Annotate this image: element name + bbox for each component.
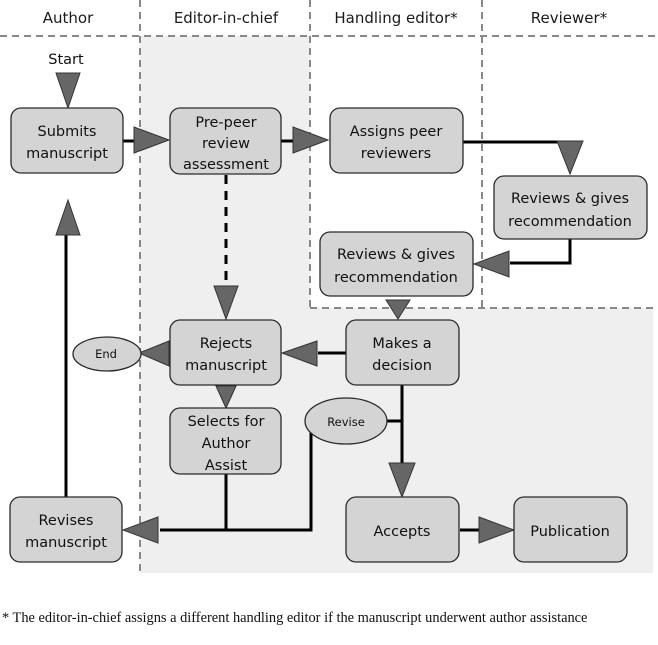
arrow-down-to-rejects-icon — [213, 285, 239, 321]
svg-text:manuscript: manuscript — [25, 535, 107, 551]
arrow-right-to-prepeer-icon — [133, 126, 171, 154]
node-reviewer-reviews-recommendation: Reviews & gives recommendation — [493, 175, 648, 240]
svg-text:Submits: Submits — [38, 124, 97, 140]
svg-text:manuscript: manuscript — [185, 358, 267, 374]
start-arrow-icon — [55, 72, 81, 110]
node-assigns-peer-reviewers: Assigns peer reviewers — [329, 107, 464, 174]
svg-text:Revises: Revises — [39, 513, 94, 529]
connector-revise-to-revises — [160, 428, 313, 532]
lane-label-handling-editor: Handling editor* — [334, 9, 458, 27]
svg-text:Makes a: Makes a — [372, 336, 431, 352]
svg-text:Assist: Assist — [205, 458, 248, 474]
terminal-revise: Revise — [304, 397, 388, 445]
svg-text:decision: decision — [372, 358, 432, 374]
node-rejects-manuscript: Rejects manuscript — [169, 319, 282, 386]
node-makes-a-decision: Makes a decision — [345, 319, 460, 386]
svg-text:recommendation: recommendation — [508, 214, 632, 230]
svg-text:Publication: Publication — [530, 524, 610, 540]
svg-text:manuscript: manuscript — [26, 146, 108, 162]
svg-text:Pre-peer: Pre-peer — [195, 115, 256, 131]
svg-text:assessment: assessment — [183, 157, 269, 173]
svg-text:reviewers: reviewers — [361, 146, 431, 162]
node-selects-for-author-assist: Selects for Author Assist — [169, 407, 282, 475]
svg-text:Rejects: Rejects — [200, 336, 253, 352]
node-handling-reviews-recommendation: Reviews & gives recommendation — [319, 231, 474, 297]
arrow-left-to-end-icon — [137, 340, 170, 367]
arrow-down-to-accepts-icon — [388, 462, 416, 499]
footnote: * The editor-in-chief assigns a differen… — [2, 610, 588, 626]
arrow-down-to-selects-icon — [215, 385, 237, 410]
svg-text:Author: Author — [202, 436, 251, 452]
svg-text:Reviews & gives: Reviews & gives — [337, 247, 455, 263]
arrow-down-to-reviewer-icon — [556, 140, 584, 176]
svg-text:End: End — [95, 347, 117, 361]
svg-text:Reviews & gives: Reviews & gives — [511, 191, 629, 207]
arrow-left-to-handling-icon — [472, 250, 510, 278]
node-publication: Publication — [513, 496, 628, 563]
start-label: Start — [48, 52, 84, 68]
arrow-left-to-revises-icon — [121, 516, 159, 544]
node-pre-peer-review-assessment: Pre-peer review assessment — [169, 107, 282, 175]
arrow-right-to-publication-icon — [478, 516, 516, 544]
arrow-left-to-rejects-icon — [280, 340, 318, 367]
arrow-down-to-decision-icon — [385, 299, 411, 320]
lane-label-editor-in-chief: Editor-in-chief — [174, 9, 279, 27]
svg-text:recommendation: recommendation — [334, 270, 458, 286]
terminal-end: End — [72, 336, 142, 372]
svg-text:Revise: Revise — [327, 415, 365, 429]
workflow-diagram: Author Editor-in-chief Handling editor* … — [0, 0, 658, 575]
arrow-up-to-submits-icon — [55, 198, 81, 236]
connector-reviewer-to-handling — [510, 239, 572, 265]
node-submits-manuscript: Submits manuscript — [10, 107, 124, 174]
lane-label-reviewer: Reviewer* — [531, 9, 608, 27]
arrow-right-to-assigns-icon — [292, 126, 330, 154]
svg-text:Accepts: Accepts — [374, 524, 431, 540]
svg-text:review: review — [202, 136, 250, 152]
node-accepts: Accepts — [345, 496, 460, 563]
svg-text:Assigns peer: Assigns peer — [350, 124, 443, 140]
lane-label-author: Author — [43, 9, 94, 27]
node-revises-manuscript: Revises manuscript — [9, 496, 123, 563]
svg-text:Selects for: Selects for — [188, 414, 265, 430]
